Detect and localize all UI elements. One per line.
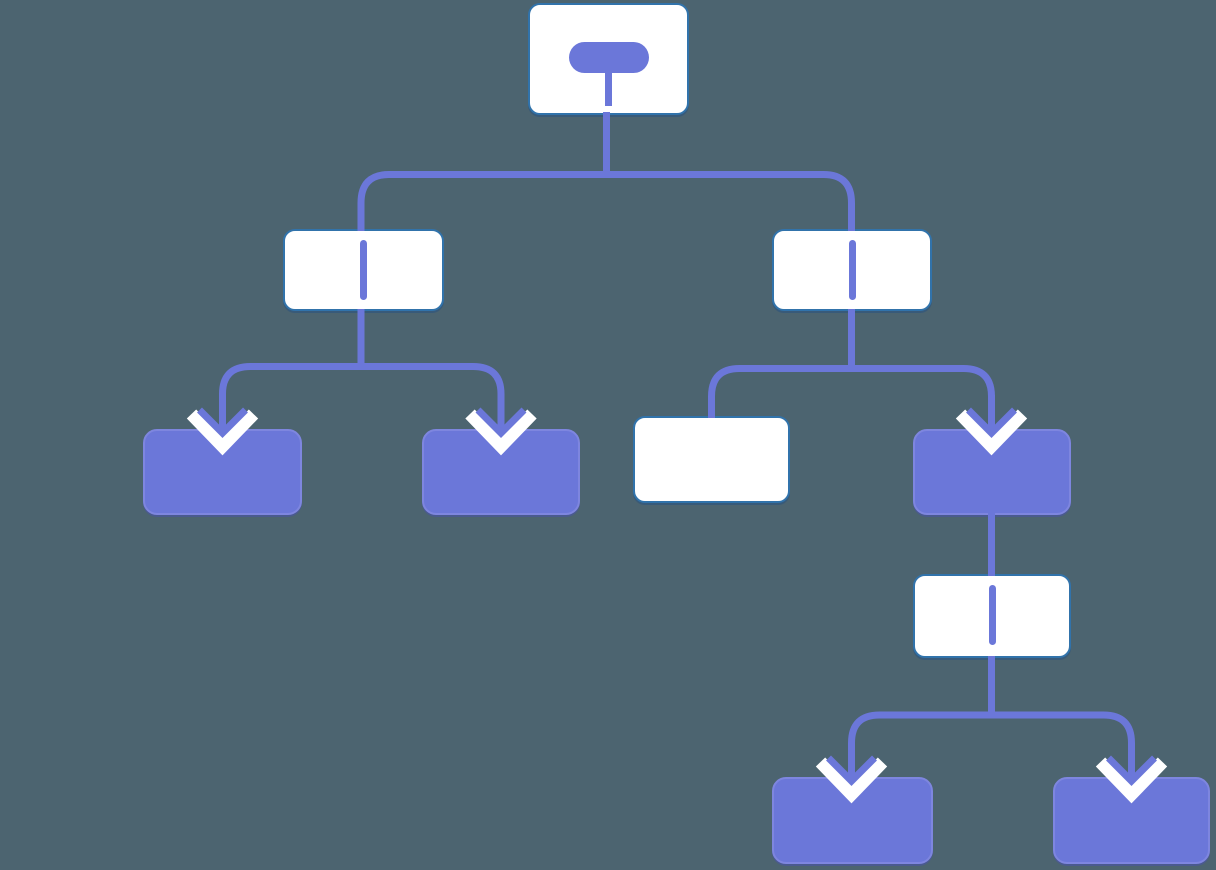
vertical-bar-icon	[848, 240, 856, 300]
node-leaf-3[interactable]	[772, 777, 933, 864]
node-leaf-1[interactable]	[143, 429, 302, 515]
node-branch-left[interactable]	[283, 229, 444, 311]
node-pass-through[interactable]	[913, 574, 1071, 658]
vertical-bar-icon	[988, 585, 996, 645]
node-purple-mid[interactable]	[913, 429, 1071, 515]
node-leaf-2[interactable]	[422, 429, 580, 515]
vertical-bar-icon	[360, 240, 367, 300]
node-empty[interactable]	[633, 416, 790, 503]
root-pill-icon	[568, 42, 649, 73]
node-branch-right[interactable]	[772, 229, 932, 311]
node-leaf-4[interactable]	[1053, 777, 1210, 864]
node-root[interactable]	[528, 3, 689, 115]
root-stem-icon	[605, 73, 612, 106]
